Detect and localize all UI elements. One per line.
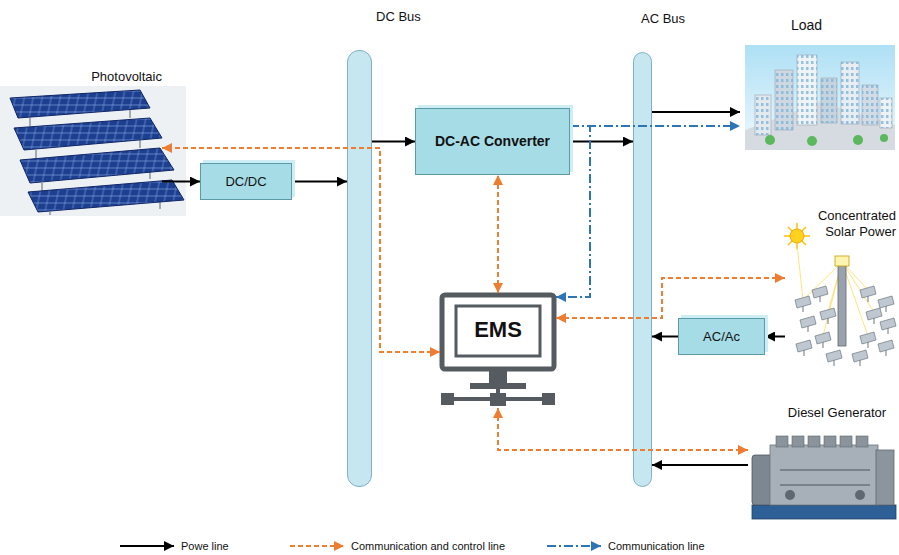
legend: Powe line Communication and control line C… bbox=[0, 538, 899, 554]
power-connector bbox=[652, 111, 740, 113]
generator-node: Diesel Generator bbox=[748, 402, 896, 527]
ac-bus: AC Bus bbox=[633, 52, 652, 487]
ctrl-connector bbox=[498, 408, 748, 450]
node-label: Diesel Generator bbox=[778, 402, 896, 421]
power-connector bbox=[162, 181, 200, 183]
ems-computer-picture bbox=[441, 295, 555, 406]
node-label: Load bbox=[740, 14, 873, 34]
legend-line bbox=[120, 545, 174, 547]
legend-line-sample bbox=[288, 540, 346, 552]
box-label: DC/DC bbox=[225, 174, 266, 190]
legend-line bbox=[547, 545, 601, 547]
power-connector bbox=[652, 336, 678, 338]
legend-line-sample bbox=[545, 540, 603, 552]
power-connector bbox=[570, 141, 633, 143]
comm-connector bbox=[570, 125, 740, 127]
legend-text: Powe line bbox=[181, 539, 229, 553]
legend-line-sample bbox=[118, 540, 176, 552]
load-node: Load bbox=[740, 14, 897, 154]
csp-tower-picture bbox=[784, 223, 896, 366]
pv-node: Photovoltaic bbox=[2, 66, 162, 218]
box-label: DC-AC Converter bbox=[435, 133, 550, 150]
dc-bus: DC Bus bbox=[347, 50, 372, 487]
box-label: AC/Ac bbox=[703, 329, 740, 345]
node-label: EMS bbox=[440, 317, 556, 343]
csp-node: Concentrated Solar Power bbox=[785, 205, 896, 367]
power-connector bbox=[372, 141, 415, 143]
bus-heading: AC Bus bbox=[641, 11, 685, 27]
legend-line bbox=[290, 545, 344, 547]
legend-text: Communication line bbox=[608, 539, 705, 553]
converter-box: DC-AC Converter bbox=[415, 108, 570, 175]
node-label: Photovoltaic bbox=[2, 66, 162, 85]
converter-box: AC/Ac bbox=[678, 318, 765, 355]
diesel-generator-picture bbox=[752, 436, 896, 519]
power-connector bbox=[652, 464, 748, 466]
city-load-picture bbox=[745, 45, 895, 150]
converter-box: DC/DC bbox=[200, 163, 292, 200]
ctrl-connector bbox=[162, 148, 440, 352]
ems-node: EMS bbox=[440, 293, 556, 408]
power-connector bbox=[765, 336, 785, 338]
node-label: Concentrated Solar Power bbox=[785, 205, 896, 240]
pv-panels-picture bbox=[0, 86, 186, 216]
legend-text: Communication and control line bbox=[351, 539, 505, 553]
bus-heading: DC Bus bbox=[376, 9, 421, 25]
legend-item: Powe line bbox=[118, 538, 229, 554]
legend-item: Communication line bbox=[545, 538, 705, 554]
ctrl-connector bbox=[497, 175, 499, 293]
power-connector bbox=[292, 181, 347, 183]
legend-item: Communication and control line bbox=[288, 538, 505, 554]
